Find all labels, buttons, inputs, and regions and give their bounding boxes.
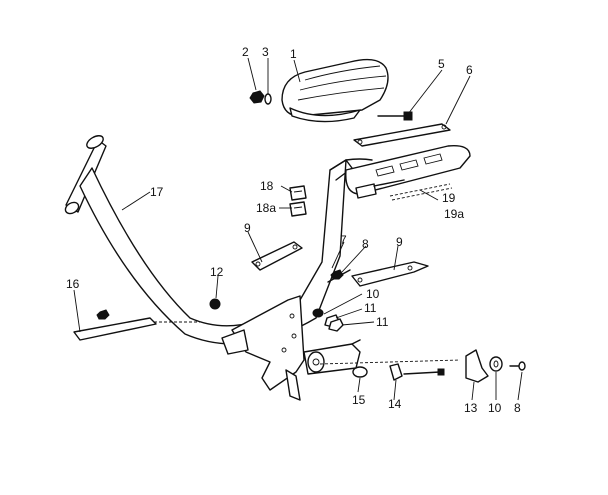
callout-6: 6 [466,63,473,77]
callout-1: 1 [290,47,297,61]
callout-18a: 18a [256,201,276,215]
callout-19: 19 [442,191,456,205]
kickstand [73,309,204,341]
callout-12: 12 [210,265,224,279]
callout-14: 14 [388,397,402,411]
callout-8-bottom: 8 [514,401,521,415]
nut-11-b [328,318,344,332]
luggage-rack [345,145,471,201]
callout-18: 18 [260,179,274,193]
washer-10-bottom [489,356,503,372]
callout-15: 15 [352,393,366,407]
callout-19a: 19a [444,207,464,221]
clamp-18 [289,185,307,201]
callout-13: 13 [464,401,478,415]
callout-11-a: 11 [364,301,377,315]
callout-9-right: 9 [396,235,403,249]
callout-labels: 1 2 3 5 6 17 18 18a 19 19a 9 9 7 8 12 16… [66,45,521,415]
callout-10-bottom: 10 [488,401,502,415]
callout-9-left: 9 [244,221,251,235]
callout-16: 16 [66,277,80,291]
callout-7: 7 [340,233,347,247]
washer-10-mid [312,308,324,318]
callout-5: 5 [438,57,445,71]
rack-bolt [377,111,413,121]
frame-tube [64,135,373,345]
assembly-lines [319,359,461,365]
saddle [281,58,389,123]
leader-lines [73,57,523,401]
screw-8-bottom [509,361,526,371]
bracket-right [351,261,429,287]
bottom-bracket-axle [303,339,361,375]
callout-2: 2 [242,45,249,59]
bracket-left [251,241,303,271]
frame-plug [209,298,221,310]
saddle-washer [264,93,272,105]
callout-17: 17 [150,185,164,199]
rack-strap [353,123,451,147]
spacer [352,366,368,378]
clamp-bolt [389,363,445,381]
mounting-plate [221,295,305,401]
saddle-nut [249,90,265,104]
callout-11-b: 11 [376,315,389,329]
callout-10-mid: 10 [366,287,380,301]
callout-3: 3 [262,45,269,59]
bracket-13 [465,349,489,383]
clamp-18a [289,201,307,217]
nut-8-top [330,269,344,280]
callout-8-top: 8 [362,237,369,251]
